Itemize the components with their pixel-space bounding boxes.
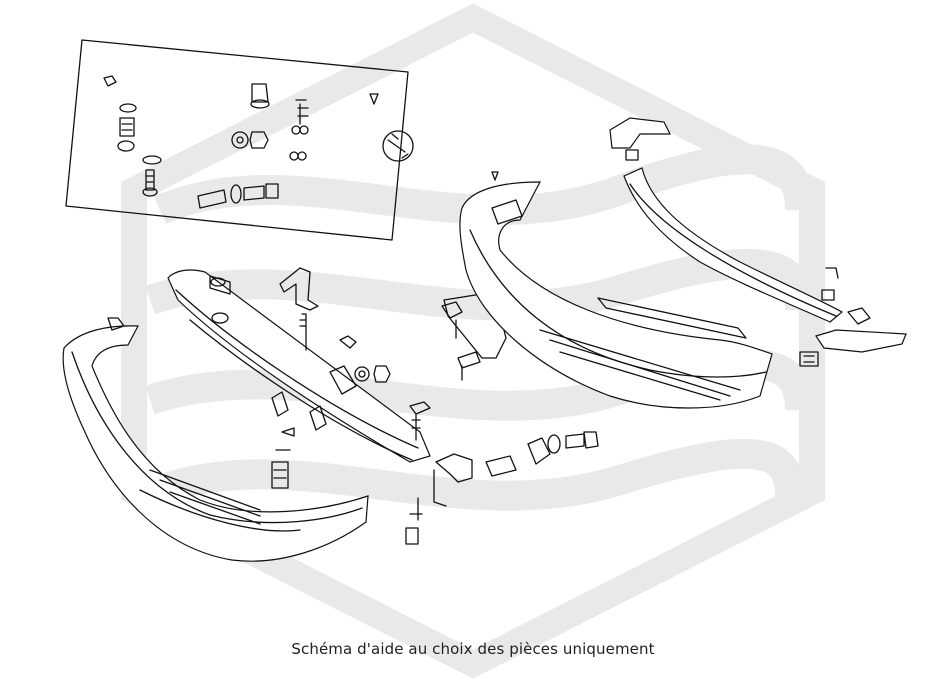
left-bumper xyxy=(62,317,369,562)
wrench-icon xyxy=(382,130,414,162)
mounting-brackets xyxy=(271,267,599,545)
right-bumper xyxy=(459,171,773,409)
bumper-reinforcement-beam xyxy=(167,269,431,463)
fastener-inset-panel xyxy=(65,39,414,241)
bumper-trim-strip xyxy=(609,117,907,367)
diagram-caption: Schéma d'aide au choix des pièces unique… xyxy=(291,640,655,658)
